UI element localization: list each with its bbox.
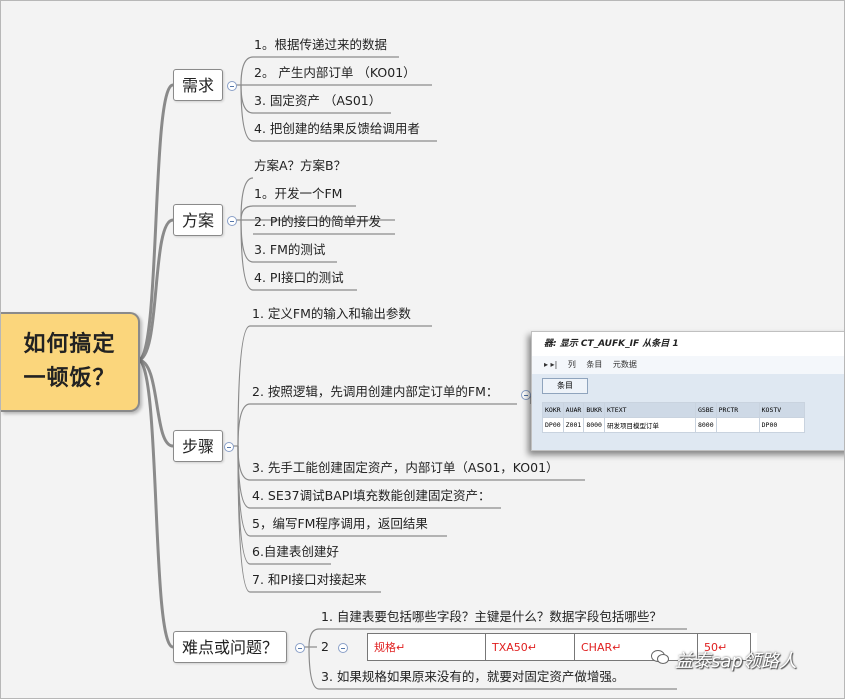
demand-item-4[interactable]: 4. 把创建的结果反馈给调用者 [254, 121, 420, 136]
steps-item-2[interactable]: 2. 按照逻辑，先调用创建内部定订单的FM： [252, 384, 499, 399]
sap-cell [715, 417, 760, 433]
field-spec-cell: CHAR↵ [574, 633, 698, 661]
steps-item-7[interactable]: 7. 和PI接口对接起来 [252, 572, 367, 587]
sap-cell: 8000 [583, 417, 605, 433]
sap-header-cell: PRCTR [715, 402, 760, 418]
field-spec-cell: 规格↵ [367, 633, 486, 661]
collapse-toggle-icon[interactable] [295, 643, 305, 653]
sap-title: 器: 显示 CT_AUFK_IF 从条目 1 [544, 339, 679, 349]
field-spec-cell: 50↵ [697, 633, 751, 661]
collapse-toggle-icon[interactable] [521, 390, 531, 400]
collapse-toggle-icon[interactable] [227, 216, 237, 226]
sap-header-cell: KTEXT [603, 402, 696, 418]
steps-item-3[interactable]: 3. 先手工能创建固定资产，内部订单（AS01，KO01） [252, 460, 559, 475]
sap-entries-button: 条目 [542, 378, 588, 394]
branch-demand[interactable]: 需求 [173, 69, 224, 101]
branch-issues[interactable]: 难点或问题？ [173, 631, 288, 663]
sap-cell: 8000 [694, 417, 717, 433]
sap-toolbar-entries: 条目 [586, 360, 603, 369]
field-spec-cell: TXA50↵ [485, 633, 575, 661]
steps-item-6[interactable]: 6.自建表创建好 [252, 544, 339, 559]
sap-header-cell: AUAR [562, 402, 585, 418]
steps-item-4[interactable]: 4. SE37调试BAPI填充数能创建固定资产： [252, 488, 491, 503]
root-topic-line1: 如何搞定 [23, 332, 116, 357]
plan-item-4[interactable]: 4. PI接口的测试 [254, 270, 344, 285]
watermark-text: 益泰sap领路人 [675, 651, 797, 672]
sap-cell: DP00 [758, 417, 805, 433]
sap-cell: Z001 [562, 417, 585, 433]
demand-item-1[interactable]: 1。根据传递过来的数据 [254, 37, 387, 52]
demand-item-2[interactable]: 2。 产生内部订单 （KO01） [254, 65, 416, 80]
issues-item-1[interactable]: 1. 自建表要包括哪些字段？主键是什么？数据字段包括哪些？ [321, 609, 662, 624]
steps-item-1[interactable]: 1. 定义FM的输入和输出参数 [252, 306, 411, 321]
demand-item-3[interactable]: 3. 固定资产 （AS01） [254, 93, 382, 108]
branch-plan[interactable]: 方案 [173, 204, 224, 236]
sap-header-cell: KOKR [542, 402, 564, 418]
sap-screenshot: 器: 显示 CT_AUFK_IF 从条目 1 ▸ ▸| 列 条目 元数据 条目 … [531, 331, 844, 451]
plan-note[interactable]: 方案A？方案B？ [254, 158, 347, 173]
steps-item-5[interactable]: 5，编写FM程序调用，返回结果 [252, 516, 428, 531]
wechat-icon [651, 650, 669, 664]
sap-content-area: 条目 KOKR AUAR BUKR KTEXT GSBE PRCTR KOSTV… [532, 374, 844, 450]
sap-table: KOKR AUAR BUKR KTEXT GSBE PRCTR KOSTV DP… [542, 402, 805, 433]
collapse-toggle-icon[interactable] [227, 81, 237, 91]
field-spec-table: 规格↵ TXA50↵ CHAR↵ 50↵ [367, 633, 757, 661]
plan-item-1[interactable]: 1。开发一个FM [254, 186, 343, 201]
sap-toolbar-metadata: 元数据 [612, 360, 637, 369]
sap-toolbar: ▸ ▸| 列 条目 元数据 [532, 356, 844, 374]
sap-cell: 研发项目模型订单 [603, 417, 696, 433]
root-topic[interactable]: 如何搞定 一顿饭？ [1, 312, 140, 412]
sap-header-cell: KOSTV [758, 402, 805, 418]
sap-toolbar-columns: 列 [567, 360, 576, 369]
root-topic-line2: 一顿饭？ [23, 366, 116, 391]
plan-item-2[interactable]: 2. PI的接口的简单开发 [254, 214, 382, 229]
collapse-toggle-icon[interactable] [338, 643, 348, 653]
issues-item-2[interactable]: 2 [321, 639, 329, 654]
issues-item-3[interactable]: 3. 如果规格如果原来没有的，就要对固定资产做增强。 [321, 669, 625, 684]
sap-header-cell: BUKR [583, 402, 605, 418]
sap-header-cell: GSBE [694, 402, 717, 418]
collapse-toggle-icon[interactable] [224, 442, 234, 452]
sap-cell: DP00 [542, 417, 564, 433]
sap-nav-icons: ▸ ▸| [544, 360, 558, 369]
branch-steps[interactable]: 步骤 [173, 430, 224, 462]
plan-item-3[interactable]: 3. FM的测试 [254, 242, 326, 257]
